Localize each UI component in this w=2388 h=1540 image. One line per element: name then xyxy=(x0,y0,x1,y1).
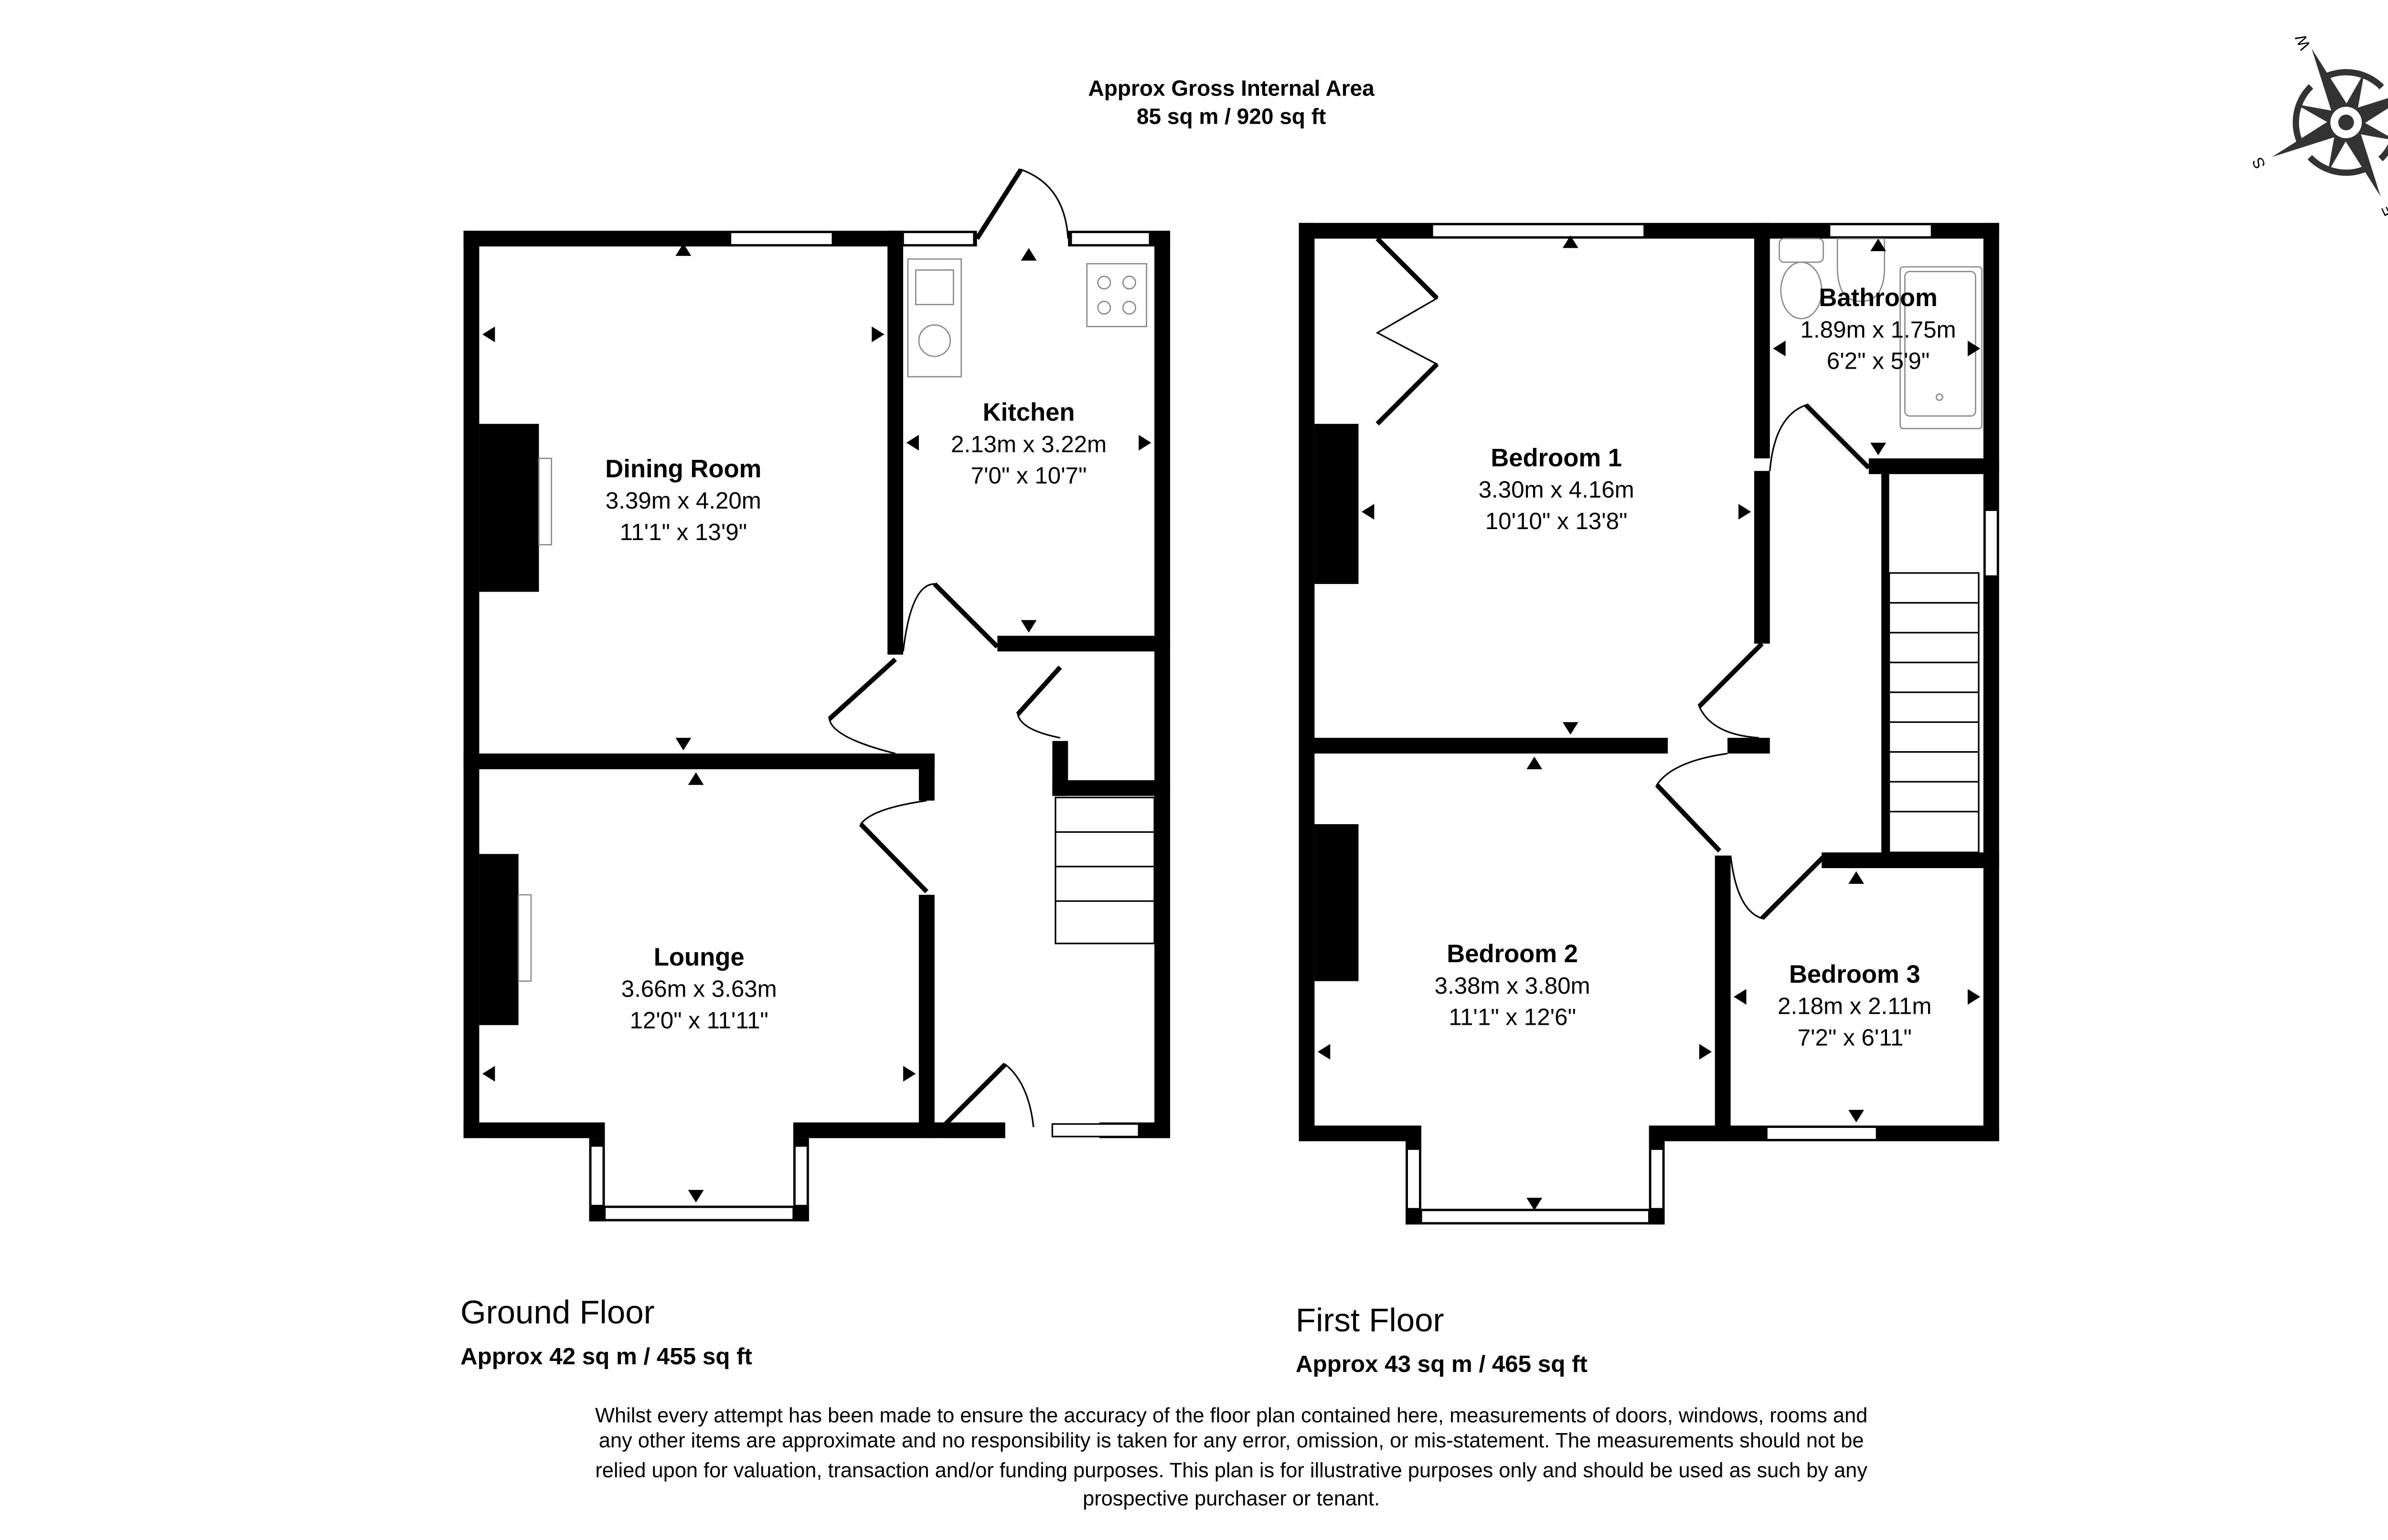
ground-floor-title: Ground Floor xyxy=(460,1294,655,1330)
svg-text:relied upon for valuation, tra: relied upon for valuation, transaction a… xyxy=(595,1459,1867,1482)
svg-text:7'2" x 6'11": 7'2" x 6'11" xyxy=(1798,1024,1912,1051)
first-floor-plan: Bedroom 1 3.30m x 4.16m 10'10" x 13'8" B… xyxy=(1299,223,1999,1225)
svg-text:3.30m x 4.16m: 3.30m x 4.16m xyxy=(1479,477,1634,503)
svg-text:Dining Room: Dining Room xyxy=(605,455,761,483)
svg-text:12'0" x 11'11": 12'0" x 11'11" xyxy=(629,1007,768,1033)
room-lounge: Lounge 3.66m x 3.63m 12'0" x 11'11" xyxy=(621,943,777,1033)
gross-area-title: Approx Gross Internal Area xyxy=(1088,76,1375,101)
svg-text:Bedroom 1: Bedroom 1 xyxy=(1491,444,1622,472)
ground-floor-area: Approx 42 sq m / 455 sq ft xyxy=(460,1343,752,1370)
svg-text:Whilst every attempt has been: Whilst every attempt has been made to en… xyxy=(595,1404,1867,1427)
svg-text:Bathroom: Bathroom xyxy=(1819,284,1937,312)
room-kitchen: Kitchen 2.13m x 3.22m 7'0" x 10'7" xyxy=(951,398,1107,489)
svg-text:Kitchen: Kitchen xyxy=(983,398,1075,426)
gross-area-value: 85 sq m / 920 sq ft xyxy=(1137,104,1326,129)
ground-floor-plan: Dining Room 3.39m x 4.20m 11'1" x 13'9" … xyxy=(463,168,1170,1221)
toilet-icon xyxy=(1779,238,1824,319)
first-floor-title: First Floor xyxy=(1296,1302,1444,1338)
svg-text:3.38m x 3.80m: 3.38m x 3.80m xyxy=(1435,973,1590,999)
svg-text:any other items are approximat: any other items are approximate and no r… xyxy=(599,1429,1864,1452)
svg-text:11'1" x 13'9": 11'1" x 13'9" xyxy=(619,519,747,545)
compass-rose-icon: W N S E xyxy=(2249,32,2388,219)
basin-icon xyxy=(1836,238,1886,302)
svg-text:11'1" x 12'6": 11'1" x 12'6" xyxy=(1449,1004,1576,1030)
svg-text:prospective purchaser or tenan: prospective purchaser or tenant. xyxy=(1083,1487,1380,1510)
svg-text:7'0" x 10'7": 7'0" x 10'7" xyxy=(971,463,1087,489)
room-dining-room: Dining Room 3.39m x 4.20m 11'1" x 13'9" xyxy=(605,455,761,545)
room-bathroom: Bathroom 1.89m x 1.75m 6'2" x 5'9" xyxy=(1801,284,1956,374)
svg-text:3.39m x 4.20m: 3.39m x 4.20m xyxy=(606,488,761,514)
svg-text:Bedroom 3: Bedroom 3 xyxy=(1789,960,1920,988)
svg-text:Lounge: Lounge xyxy=(654,943,745,971)
svg-text:10'10" x 13'8": 10'10" x 13'8" xyxy=(1485,508,1628,534)
hob-icon xyxy=(1086,263,1147,328)
svg-text:S: S xyxy=(2249,155,2269,172)
svg-text:E: E xyxy=(2377,202,2388,219)
svg-text:2.18m x 2.11m: 2.18m x 2.11m xyxy=(1778,993,1931,1020)
svg-text:Bedroom 2: Bedroom 2 xyxy=(1447,940,1578,968)
svg-text:W: W xyxy=(2292,32,2314,53)
bath-icon xyxy=(1899,266,1983,429)
svg-text:3.66m x 3.63m: 3.66m x 3.63m xyxy=(621,976,777,1002)
first-floor-area: Approx 43 sq m / 465 sq ft xyxy=(1296,1351,1588,1377)
svg-text:1.89m x 1.75m: 1.89m x 1.75m xyxy=(1801,317,1956,343)
svg-text:6'2" x 5'9": 6'2" x 5'9" xyxy=(1827,348,1930,374)
sink-icon xyxy=(907,258,962,378)
room-bedroom-1: Bedroom 1 3.30m x 4.16m 10'10" x 13'8" xyxy=(1479,444,1634,534)
room-bedroom-2: Bedroom 2 3.38m x 3.80m 11'1" x 12'6" xyxy=(1435,940,1590,1030)
room-bedroom-3: Bedroom 3 2.18m x 2.11m 7'2" x 6'11" xyxy=(1778,960,1931,1051)
svg-text:2.13m x 3.22m: 2.13m x 3.22m xyxy=(951,431,1107,457)
disclaimer: Whilst every attempt has been made to en… xyxy=(595,1404,1867,1510)
